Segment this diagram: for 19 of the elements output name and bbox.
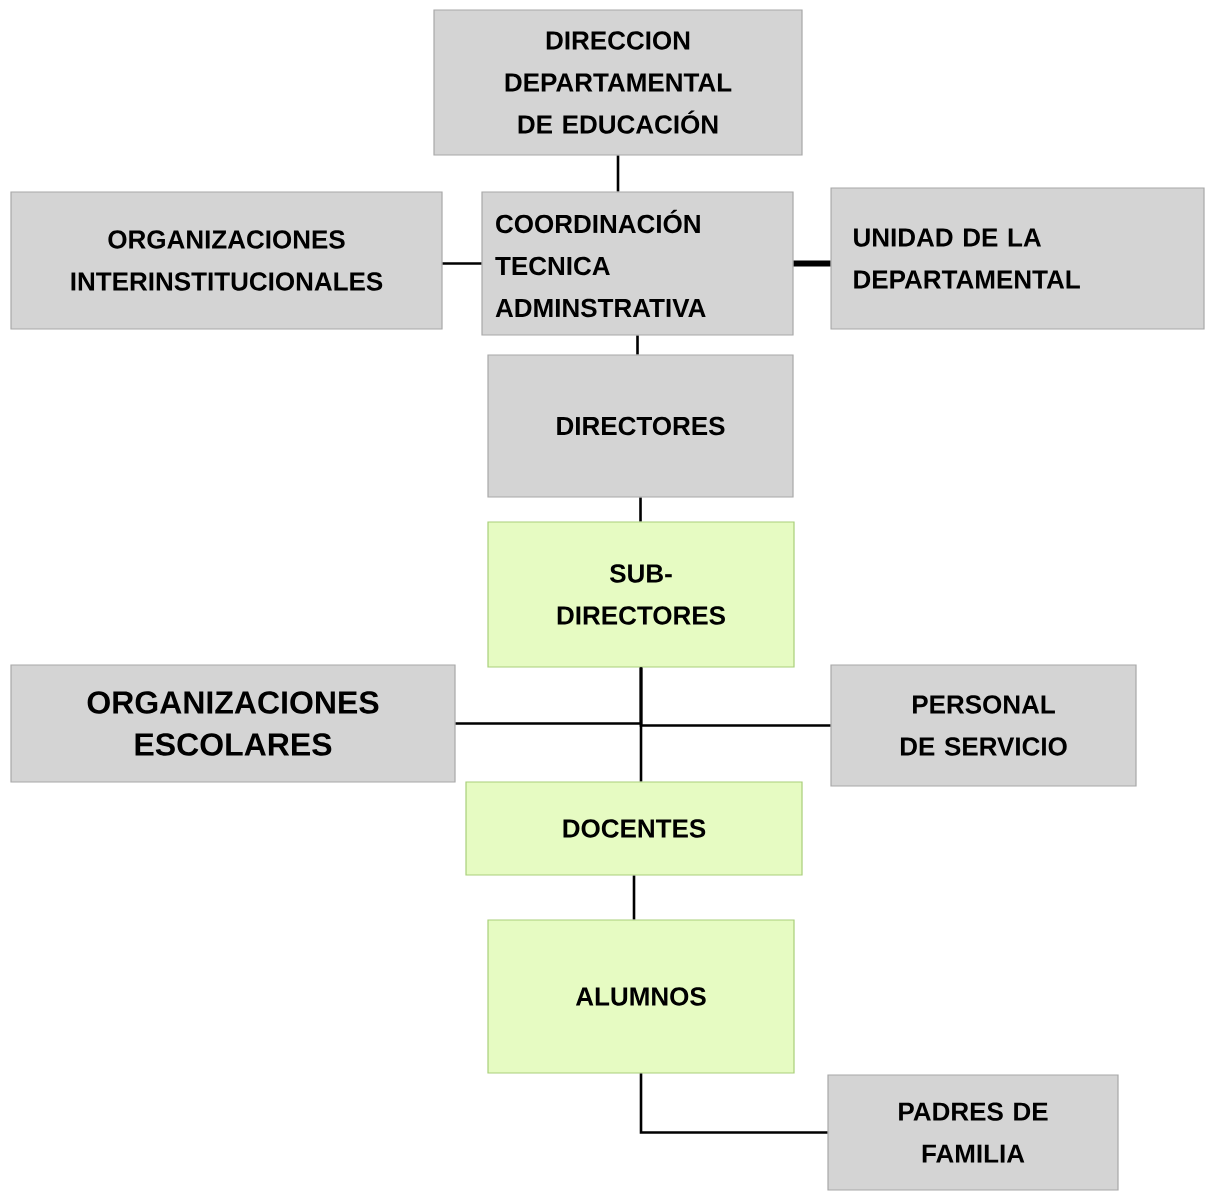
connector-line [639, 1073, 828, 1134]
org-box: PERSONAL DE SERVICIO [830, 664, 1137, 787]
org-box: ALUMNOS [487, 919, 795, 1074]
connector-line [793, 260, 831, 267]
connector-line [636, 335, 639, 355]
connector-line [616, 155, 620, 192]
connector-line [639, 497, 642, 522]
connector-line [442, 262, 482, 265]
org-box: PADRES DE FAMILIA [827, 1074, 1119, 1191]
org-box: DIRECTORES [487, 354, 794, 498]
org-box: SUB- DIRECTORES [487, 521, 795, 668]
org-box: DIRECCION DEPARTAMENTAL DE EDUCACIÓN [433, 9, 803, 156]
org-box: ORGANIZACIONES INTERINSTITUCIONALES [10, 191, 443, 330]
connector-line [639, 667, 643, 782]
org-box: ORGANIZACIONES ESCOLARES [10, 664, 456, 783]
org-box: DOCENTES [465, 781, 803, 876]
org-box: UNIDAD DE LA DEPARTAMENTAL [830, 187, 1205, 330]
connector-line [632, 875, 636, 920]
org-box: COORDINACIÓN TECNICA ADMINSTRATIVA [481, 191, 794, 336]
